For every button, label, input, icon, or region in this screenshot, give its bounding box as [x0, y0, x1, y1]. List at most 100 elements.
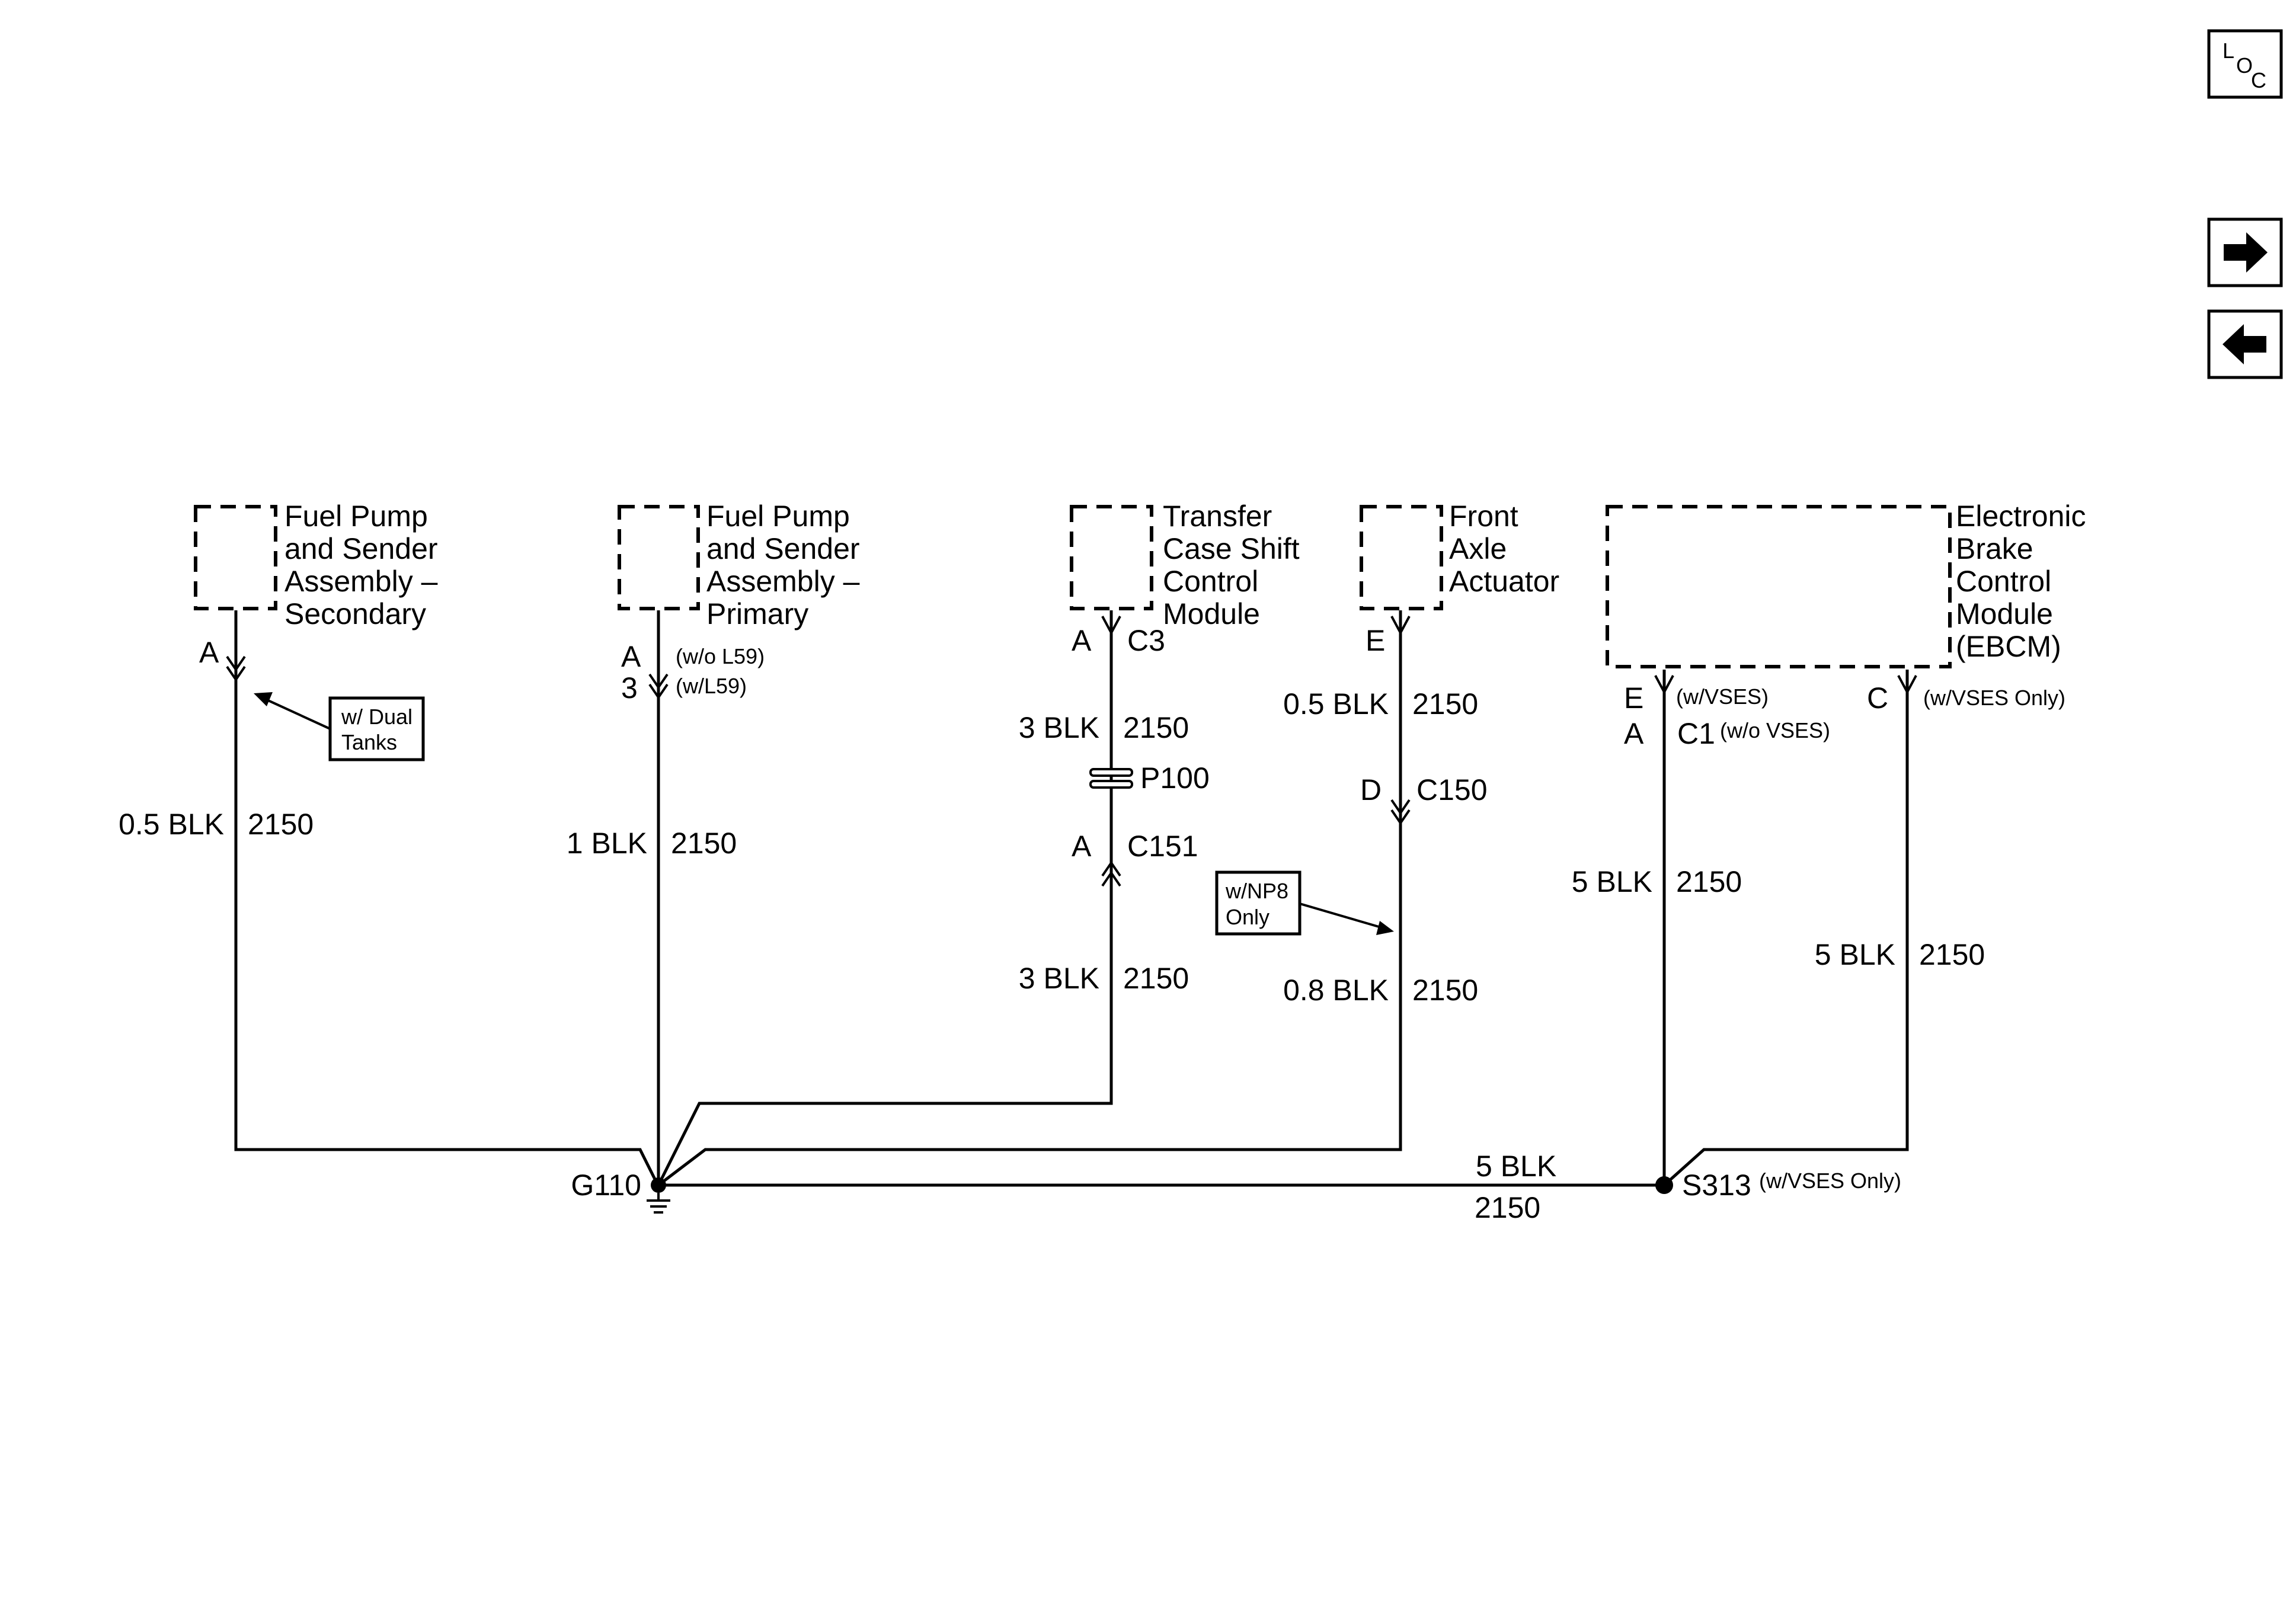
ebcm-box	[1606, 505, 1952, 668]
wire-pri-circuit: 2150	[671, 827, 737, 860]
forward-button[interactable]	[2207, 217, 2283, 287]
svg-text:and Sender: and Sender	[706, 532, 860, 565]
arrow-left-icon	[2223, 324, 2266, 364]
connector-y-fa	[1390, 616, 1411, 636]
loc-button[interactable]: L O C	[2207, 29, 2283, 99]
svg-text:Fuel Pump: Fuel Pump	[706, 500, 850, 533]
pin-ebcm-a: A	[1624, 717, 1644, 750]
connector-c3-label: C3	[1127, 624, 1165, 657]
svg-text:Transfer: Transfer	[1163, 500, 1272, 533]
connector-y-ebcm-c	[1897, 675, 1917, 695]
svg-text:and Sender: and Sender	[284, 532, 438, 565]
wire-fuel-pump-secondary	[234, 610, 660, 1186]
leader-arrow-icon	[254, 692, 273, 706]
connector-chevron-c151	[1101, 860, 1121, 887]
svg-text:(EBCM): (EBCM)	[1956, 630, 2061, 663]
pin-c151-a: A	[1072, 830, 1092, 863]
transfer-case-module-label: Transfer Case Shift Control Module	[1163, 500, 1300, 630]
svg-text:Tanks: Tanks	[341, 730, 397, 754]
svg-text:Electronic: Electronic	[1956, 500, 2086, 533]
fuel-pump-secondary-label: Fuel Pump and Sender Assembly – Secondar…	[284, 500, 438, 630]
arrow-right-icon	[2224, 232, 2268, 273]
connector-c150-label: C150	[1416, 773, 1488, 806]
pin-pri-a-note: (w/o L59)	[676, 644, 765, 668]
splice-label: S313	[1682, 1169, 1751, 1202]
connector-chevron-c150	[1390, 799, 1411, 825]
note-np8: w/NP8 Only	[1215, 870, 1394, 936]
connector-p100-label: P100	[1140, 761, 1210, 795]
svg-text:Secondary: Secondary	[284, 597, 426, 630]
loc-letter-o: O	[2236, 53, 2253, 78]
wire-ebcm-c-circuit: 2150	[1919, 938, 1985, 971]
pin-ebcm-e: E	[1624, 681, 1643, 715]
wire-tc-upper-size: 3 BLK	[1019, 711, 1099, 744]
svg-text:Assembly –: Assembly –	[284, 565, 438, 598]
fuel-pump-primary-label: Fuel Pump and Sender Assembly – Primary	[706, 500, 860, 630]
svg-text:Control: Control	[1956, 565, 2051, 598]
pin-sec-a: A	[199, 636, 219, 669]
svg-text:Case Shift: Case Shift	[1163, 532, 1300, 565]
svg-text:Primary: Primary	[706, 597, 808, 630]
connector-chevron-pri	[648, 673, 669, 700]
connector-y-ebcm-e	[1654, 675, 1674, 695]
wire-ebcm-c-size: 5 BLK	[1815, 938, 1895, 971]
pin-pri-3: 3	[621, 671, 638, 705]
connector-chevron-sec	[226, 655, 246, 682]
pin-pri-a: A	[621, 640, 641, 673]
ebcm-label: Electronic Brake Control Module (EBCM)	[1956, 500, 2086, 663]
wire-fa-upper-circuit: 2150	[1412, 687, 1478, 721]
connector-c1-label: C1	[1677, 717, 1715, 750]
wire-ebcm-e-size: 5 BLK	[1572, 865, 1652, 898]
pin-tc-a: A	[1072, 624, 1092, 657]
wire-transfer-case	[657, 610, 1113, 1186]
wire-ebcm-c	[1663, 670, 1909, 1186]
pin-c150-d: D	[1360, 773, 1382, 806]
svg-text:Module: Module	[1956, 597, 2053, 630]
connector-c151-label: C151	[1127, 830, 1198, 863]
fuel-pump-secondary-box	[194, 505, 277, 610]
loc-letter-l: L	[2223, 39, 2234, 63]
wire-bus-size: 5 BLK	[1476, 1150, 1556, 1183]
ground-g110	[647, 1177, 670, 1214]
pin-fa-e: E	[1366, 624, 1385, 657]
wire-bus-circuit: 2150	[1475, 1191, 1540, 1224]
wire-fa-upper-size: 0.5 BLK	[1283, 687, 1389, 721]
leader-arrow-icon	[1376, 921, 1394, 935]
fuel-pump-primary-box	[618, 505, 700, 610]
wire-pri-size: 1 BLK	[567, 827, 647, 860]
svg-text:w/ Dual: w/ Dual	[341, 705, 412, 729]
back-button[interactable]	[2207, 309, 2283, 379]
splice-note: (w/VSES Only)	[1759, 1169, 1901, 1193]
svg-text:Actuator: Actuator	[1449, 565, 1559, 598]
svg-text:Brake: Brake	[1956, 532, 2033, 565]
pin-ebcm-c-note: (w/VSES Only)	[1923, 686, 2065, 710]
transfer-case-module-box	[1070, 505, 1153, 610]
svg-text:Control: Control	[1163, 565, 1258, 598]
wire-fa-lower-circuit: 2150	[1412, 974, 1478, 1007]
svg-text:Front: Front	[1449, 500, 1518, 533]
splice-s313-dot	[1655, 1176, 1673, 1194]
ground-label: G110	[571, 1169, 641, 1202]
svg-text:Assembly –: Assembly –	[706, 565, 860, 598]
wire-ebcm-e-circuit: 2150	[1676, 865, 1742, 898]
wire-tc-lower-size: 3 BLK	[1019, 962, 1099, 995]
connector-c1-note: (w/o VSES)	[1720, 718, 1830, 742]
pin-pri-3-note: (w/L59)	[676, 674, 747, 698]
connector-p100	[1089, 768, 1133, 789]
svg-text:Fuel Pump: Fuel Pump	[284, 500, 428, 533]
wire-tc-upper-circuit: 2150	[1123, 711, 1189, 744]
wire-tc-lower-circuit: 2150	[1123, 962, 1189, 995]
wire-sec-circuit: 2150	[248, 808, 314, 841]
connector-y-c3	[1101, 616, 1121, 636]
front-axle-actuator-label: Front Axle Actuator	[1449, 500, 1559, 598]
front-axle-actuator-box	[1360, 505, 1443, 610]
svg-text:Only: Only	[1226, 905, 1269, 929]
pin-ebcm-c: C	[1867, 681, 1888, 715]
note-dual-tanks: w/ Dual Tanks	[254, 692, 425, 761]
wire-front-axle	[657, 610, 1402, 1186]
svg-text:w/NP8: w/NP8	[1225, 879, 1288, 903]
loc-letter-c: C	[2251, 68, 2266, 92]
svg-text:Axle: Axle	[1449, 532, 1507, 565]
pin-ebcm-e-note: (w/VSES)	[1676, 684, 1769, 709]
